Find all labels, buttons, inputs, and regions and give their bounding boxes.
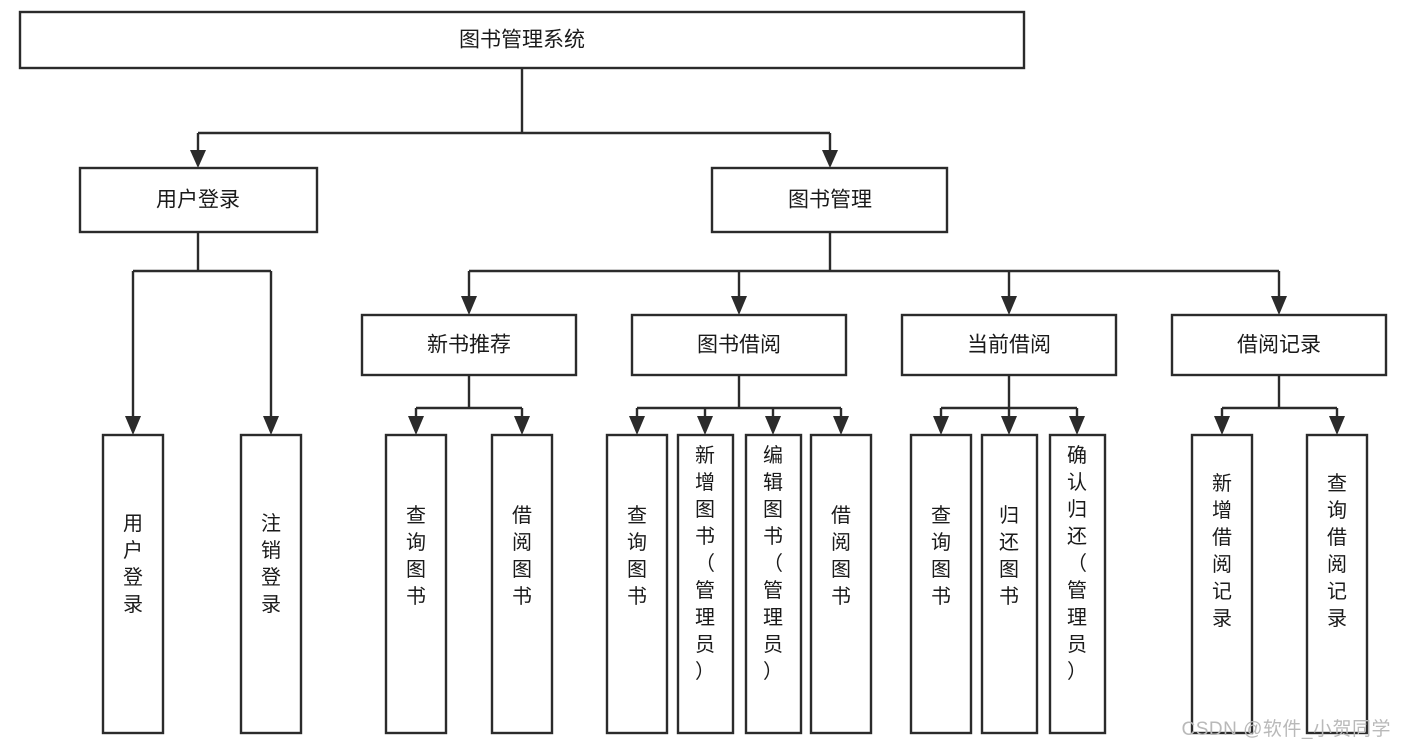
node-leaf-user-logout-box[interactable] [239, 433, 303, 735]
node-book-manage[interactable]: 图书管理 [710, 166, 949, 234]
node-leaf-add-record-box[interactable] [1190, 433, 1254, 735]
arrowhead-leaf-user-login [125, 416, 141, 435]
node-new-book-recommend[interactable]: 新书推荐 [360, 313, 578, 377]
node-leaf-confirm-return-label: 确认归还（管理员） [1067, 444, 1087, 683]
node-leaf-user-login-box[interactable] [101, 433, 165, 735]
node-borrow-record-label: 借阅记录 [1237, 334, 1321, 357]
arrowhead-leaf-confirm-return [1069, 416, 1085, 435]
arrowhead-leaf-borrow-book-2 [833, 416, 849, 435]
arrowhead-leaf-query-record [1329, 416, 1345, 435]
arrowhead-leaf-query-book-2 [629, 416, 645, 435]
node-leaf-borrow-book-2-box[interactable] [809, 433, 873, 735]
node-leaf-borrow-book-2[interactable]: 借阅图书 [809, 433, 873, 735]
node-leaf-query-book-2-box[interactable] [605, 433, 669, 735]
arrowhead-leaf-add-record [1214, 416, 1230, 435]
arrowhead-user-login [190, 150, 206, 168]
node-new-book-recommend-label: 新书推荐 [427, 334, 511, 357]
node-leaf-return-book-box[interactable] [980, 433, 1039, 735]
node-current-borrow[interactable]: 当前借阅 [900, 313, 1118, 377]
connector-group-book-borrow [629, 375, 849, 435]
node-leaf-query-record-box[interactable] [1305, 433, 1369, 735]
node-leaf-add-book[interactable]: 新增图书（管理员） [676, 433, 735, 735]
node-leaf-edit-book-box[interactable] [744, 433, 803, 735]
node-leaf-borrow-book-1-label: 借阅图书 [512, 504, 532, 608]
node-leaf-query-book-1[interactable]: 查询图书 [384, 433, 448, 735]
node-leaf-borrow-book-1[interactable]: 借阅图书 [490, 433, 554, 735]
node-leaf-return-book-label: 归还图书 [999, 504, 1019, 608]
node-leaf-query-book-1-box[interactable] [384, 433, 448, 735]
node-root-box[interactable] [18, 10, 1026, 70]
node-leaf-add-book-box[interactable] [676, 433, 735, 735]
connector-group-root [190, 68, 838, 168]
node-leaf-query-book-2-label: 查询图书 [627, 504, 647, 608]
node-book-borrow-box[interactable] [630, 313, 848, 377]
arrowhead-book-borrow [731, 296, 747, 315]
node-current-borrow-label: 当前借阅 [967, 334, 1051, 357]
arrowhead-current-borrow [1001, 296, 1017, 315]
node-leaf-query-book-1-label: 查询图书 [406, 504, 426, 608]
node-leaf-user-login[interactable]: 用户登录 [101, 433, 165, 735]
node-leaf-edit-book[interactable]: 编辑图书（管理员） [744, 433, 803, 735]
connector-group-new-book-recommend [408, 375, 530, 435]
arrowhead-leaf-borrow-book-1 [514, 416, 530, 435]
node-leaf-query-book-3[interactable]: 查询图书 [909, 433, 973, 735]
node-root-label: 图书管理系统 [459, 29, 585, 52]
node-leaf-query-book-3-box[interactable] [909, 433, 973, 735]
node-leaf-edit-book-label: 编辑图书（管理员） [763, 444, 783, 683]
node-leaf-user-logout[interactable]: 注销登录 [239, 433, 303, 735]
node-leaf-borrow-book-1-box[interactable] [490, 433, 554, 735]
arrowhead-leaf-edit-book [765, 416, 781, 435]
arrowhead-leaf-query-book-3 [933, 416, 949, 435]
node-leaf-borrow-book-2-label: 借阅图书 [831, 504, 851, 608]
connector-group-book-manage [461, 232, 1287, 315]
arrowhead-borrow-record [1271, 296, 1287, 315]
arrowhead-new-book-recommend [461, 296, 477, 315]
watermark-label: CSDN @软件_小贺同学 [1181, 719, 1391, 740]
node-leaf-query-record[interactable]: 查询借阅记录 [1305, 433, 1369, 735]
arrowhead-leaf-query-book-1 [408, 416, 424, 435]
connector-group-user-login [125, 232, 279, 435]
node-leaf-add-record[interactable]: 新增借阅记录 [1190, 433, 1254, 735]
node-leaf-return-book[interactable]: 归还图书 [980, 433, 1039, 735]
node-current-borrow-box[interactable] [900, 313, 1118, 377]
node-book-borrow[interactable]: 图书借阅 [630, 313, 848, 377]
node-user-login[interactable]: 用户登录 [78, 166, 319, 234]
node-book-borrow-label: 图书借阅 [697, 334, 781, 357]
node-book-manage-label: 图书管理 [788, 189, 872, 212]
node-root[interactable]: 图书管理系统 [18, 10, 1026, 70]
node-leaf-add-book-label: 新增图书（管理员） [695, 444, 715, 683]
node-leaf-user-logout-label: 注销登录 [261, 512, 281, 616]
node-user-login-label: 用户登录 [156, 189, 240, 212]
node-leaf-confirm-return[interactable]: 确认归还（管理员） [1048, 433, 1107, 735]
node-new-book-recommend-box[interactable] [360, 313, 578, 377]
node-leaf-add-record-label: 新增借阅记录 [1212, 472, 1232, 630]
node-book-manage-box[interactable] [710, 166, 949, 234]
node-borrow-record-box[interactable] [1170, 313, 1388, 377]
arrowhead-book-manage [822, 150, 838, 168]
node-leaf-user-login-label: 用户登录 [123, 513, 143, 616]
node-leaf-query-book-2[interactable]: 查询图书 [605, 433, 669, 735]
connector-group-current-borrow [933, 375, 1085, 435]
node-user-login-box[interactable] [78, 166, 319, 234]
node-leaf-query-record-label: 查询借阅记录 [1327, 472, 1347, 630]
arrowhead-leaf-return-book [1001, 416, 1017, 435]
node-leaf-query-book-3-label: 查询图书 [931, 504, 951, 608]
connector-group-borrow-record [1214, 375, 1345, 435]
node-borrow-record[interactable]: 借阅记录 [1170, 313, 1388, 377]
arrowhead-leaf-user-logout [263, 416, 279, 435]
node-leaf-confirm-return-box[interactable] [1048, 433, 1107, 735]
arrowhead-leaf-add-book [697, 416, 713, 435]
